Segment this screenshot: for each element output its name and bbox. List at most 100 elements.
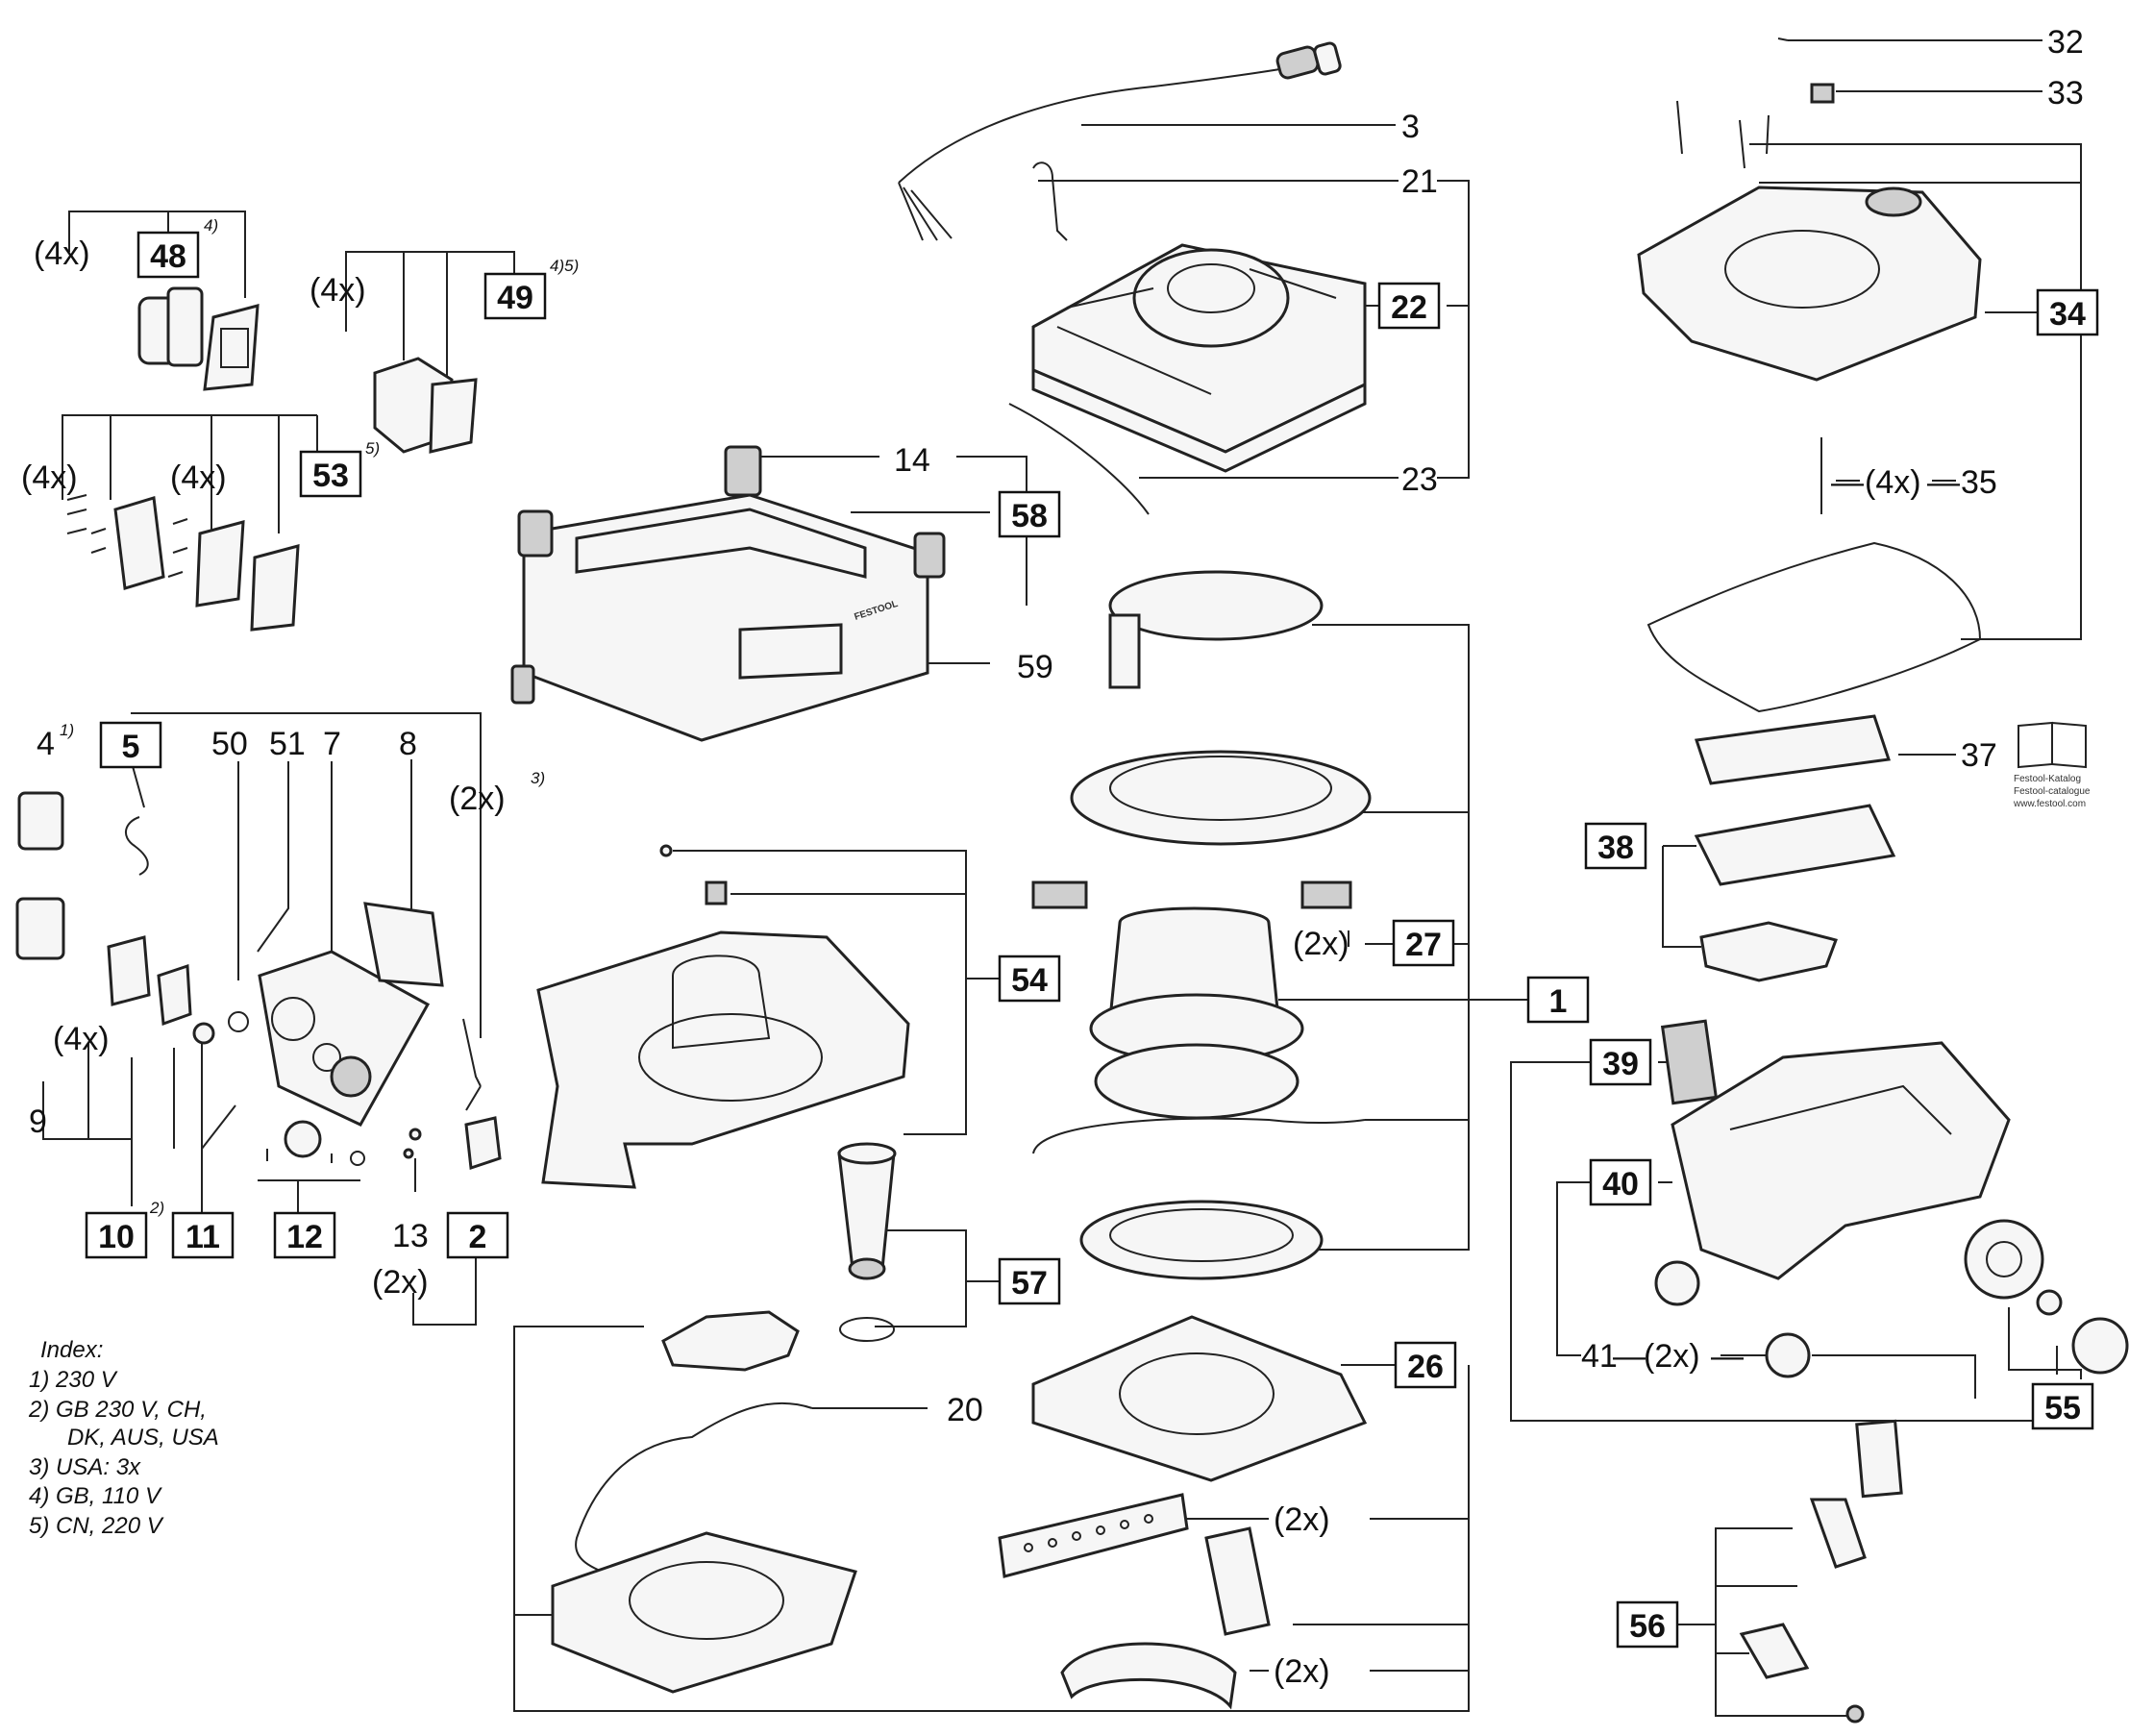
leader-lines — [42, 39, 2082, 1717]
qty-27: (2x) — [1293, 926, 1349, 962]
part-2 — [464, 1116, 502, 1171]
label-50: 50 — [211, 726, 248, 762]
index-line-1: 1) 230 V — [29, 1367, 118, 1393]
motor-group — [1031, 570, 1372, 1280]
label-57: 57 — [1011, 1265, 1048, 1302]
lower-housing-54 — [536, 930, 910, 1189]
qty-53a: (4x) — [21, 459, 78, 496]
plain-labels: 32 33 3 21 23 14 59 35 37 4 50 51 7 8 9 … — [29, 24, 2084, 1428]
fn-2x: 3) — [531, 769, 545, 787]
castor-a — [1654, 1260, 1700, 1306]
label-26: 26 — [1407, 1349, 1444, 1385]
svg-text:Festool-Katalog: Festool-Katalog — [2014, 774, 2081, 784]
knob-12 — [284, 1120, 322, 1158]
footnote-marks: 4) 4)5) 5) 1) 3) 2) — [60, 216, 579, 1217]
label-1: 1 — [1549, 983, 1568, 1020]
label-33: 33 — [2047, 75, 2084, 112]
label-51: 51 — [269, 726, 306, 762]
qty-13: (2x) — [372, 1264, 429, 1301]
seal-strip-23 — [1008, 403, 1150, 515]
index-title: Index: — [40, 1337, 103, 1363]
label-12: 12 — [286, 1219, 323, 1255]
label-3: 3 — [1401, 109, 1420, 145]
label-10: 10 — [98, 1219, 135, 1255]
qty-26b: (2x) — [1274, 1653, 1330, 1690]
cable-assembly — [1032, 1117, 1366, 1154]
plate-top — [661, 1310, 800, 1372]
label-54: 54 — [1011, 962, 1048, 999]
label-27: 27 — [1405, 927, 1442, 963]
filter-57 — [837, 1142, 897, 1342]
fn-48: 4) — [204, 216, 218, 235]
label-38: 38 — [1597, 830, 1634, 866]
motor-housing-top — [1031, 243, 1367, 473]
label-48: 48 — [150, 238, 186, 275]
clip-14d — [510, 664, 535, 705]
qty-53b: (4x) — [170, 459, 227, 496]
label-9: 9 — [29, 1104, 47, 1140]
qty-2x-left: (2x) — [449, 781, 506, 817]
index-legend: Index: 1) 230 V 2) GB 230 V, CH, DK, AUS… — [28, 1337, 219, 1539]
label-35: 35 — [1961, 464, 1997, 501]
label-40: 40 — [1602, 1166, 1639, 1203]
boxed-labels: 48 49 53 58 22 34 5 27 1 54 38 39 40 10 … — [85, 231, 2099, 1649]
part-39 — [1660, 1019, 1719, 1105]
base-34 — [1637, 186, 1982, 382]
index-line-4: 3) USA: 3x — [29, 1454, 141, 1480]
catalog-text: Festool-Katalog Festool-catalogue www.fe… — [2013, 774, 2091, 809]
label-2: 2 — [469, 1219, 487, 1255]
label-56: 56 — [1629, 1608, 1666, 1645]
label-23: 23 — [1401, 461, 1438, 498]
label-21: 21 — [1401, 163, 1438, 200]
qty-49: (4x) — [309, 272, 366, 309]
dash-41b: — — [1711, 1338, 1744, 1375]
label-5: 5 — [122, 729, 140, 765]
dash-35b: — — [1927, 464, 1960, 501]
label-55: 55 — [2044, 1390, 2081, 1426]
label-59: 59 — [1017, 649, 1053, 685]
label-7: 7 — [323, 726, 341, 762]
hubcap — [2071, 1317, 2129, 1375]
wheel — [1964, 1219, 2044, 1300]
clip-14a — [724, 445, 762, 497]
plate-bottom — [551, 1531, 857, 1694]
label-41: 41 — [1581, 1338, 1618, 1375]
qty-41: (2x) — [1644, 1338, 1700, 1375]
filter-37 — [1695, 714, 1891, 785]
label-22: 22 — [1391, 289, 1427, 326]
catalog-book-icon — [2018, 721, 2087, 769]
castor-b — [1765, 1332, 1811, 1378]
dash-41: — — [1613, 1338, 1646, 1375]
index-line-5: 4) GB, 110 V — [29, 1483, 162, 1509]
label-37: 37 — [1961, 737, 1997, 774]
dashes: — — — — — [1613, 464, 1960, 1375]
wire-20 — [575, 1401, 813, 1577]
label-58: 58 — [1011, 498, 1048, 534]
qty-48: (4x) — [34, 236, 90, 272]
part-shapes: FESTOOL — [15, 37, 2129, 1724]
svg-text:www.festool.com: www.festool.com — [2013, 799, 2086, 809]
label-11: 11 — [186, 1219, 220, 1255]
label-8: 8 — [399, 726, 417, 762]
clip-14b — [517, 509, 554, 558]
seal-ring — [1646, 541, 1982, 713]
label-39: 39 — [1602, 1046, 1639, 1082]
clip-14c — [913, 532, 946, 579]
index-line-3: DK, AUS, USA — [67, 1425, 219, 1451]
label-32: 32 — [2047, 24, 2084, 61]
label-49: 49 — [497, 280, 533, 316]
switch-9 — [15, 897, 65, 960]
panel-7 — [258, 950, 431, 1127]
qty-35: (4x) — [1865, 464, 1921, 501]
frame-58: FESTOOL — [522, 493, 929, 742]
index-line-6: 5) CN, 220 V — [29, 1513, 164, 1539]
cable-21 — [1032, 161, 1068, 241]
svg-text:Festool-catalogue: Festool-catalogue — [2014, 786, 2091, 797]
power-cord — [898, 59, 1332, 184]
bin-40 — [1671, 1041, 2011, 1280]
fn-4: 1) — [60, 721, 74, 739]
fn-10: 2) — [149, 1199, 164, 1217]
qty-26a: (2x) — [1274, 1501, 1330, 1538]
label-4: 4 — [37, 726, 55, 762]
